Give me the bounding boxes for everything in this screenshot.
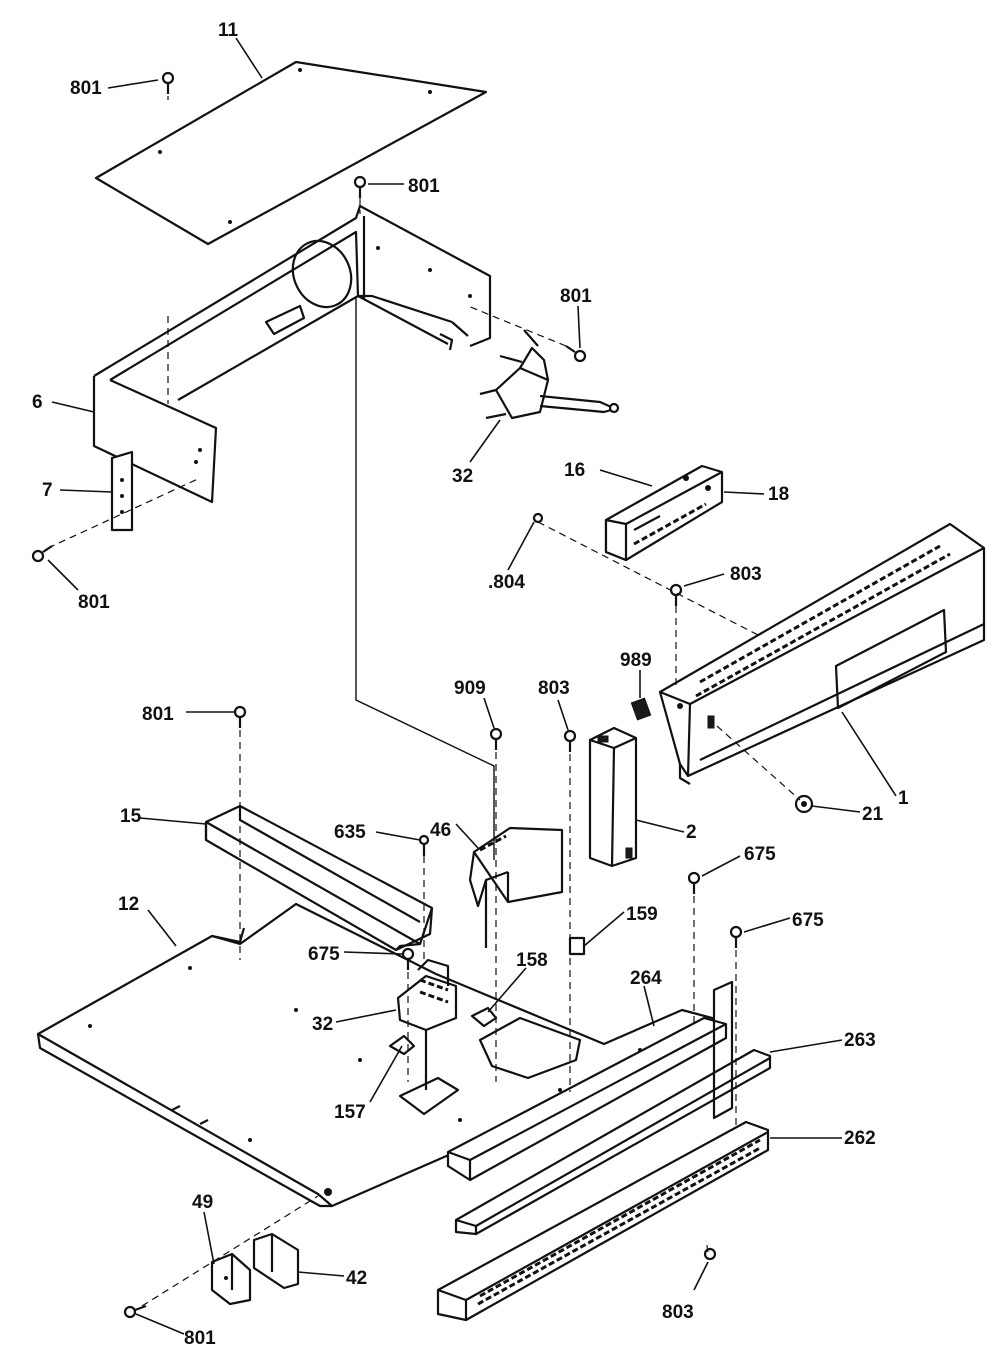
screw-icon: [123, 1304, 147, 1319]
callout-803: 803: [730, 564, 762, 585]
screw-icon: [31, 545, 53, 563]
callout-262: 262: [844, 1128, 876, 1149]
part-6-upper-housing: [92, 204, 492, 504]
callout-32: 32: [312, 1014, 333, 1035]
callout-46: 46: [430, 820, 451, 841]
screw-icon: [489, 727, 503, 750]
screw-icon: [233, 705, 247, 728]
leader-lines: [47, 37, 897, 1335]
part-262-vent-grille: [436, 1120, 770, 1322]
callout-801: 801: [560, 286, 592, 307]
part-12-base-pan: [36, 902, 714, 1208]
callout-263: 263: [844, 1030, 876, 1051]
part-32-switch-upper: [479, 329, 620, 420]
callout-49: 49: [192, 1192, 213, 1213]
screw-icon: [729, 925, 743, 948]
callout-21: 21: [862, 804, 884, 825]
part-42-bracket: [252, 1232, 300, 1290]
screw-icon: [703, 1247, 717, 1261]
callout-801: 801: [70, 78, 102, 99]
part-32-switch-lower: [396, 958, 458, 1090]
part-989-clip: [630, 697, 652, 721]
screw-icon: [353, 175, 367, 198]
screw-icon: [565, 345, 587, 363]
callout-801: 801: [408, 176, 440, 197]
callout-18: 18: [768, 484, 789, 505]
callout-labels: 801 11 801 801 6 32 7 16 18 801 .804 803…: [32, 20, 909, 1349]
callout-12: 12: [118, 894, 139, 915]
callout-1: 1: [898, 788, 909, 809]
callout-159: 159: [626, 904, 658, 925]
part-264-front-rail: [446, 1016, 728, 1182]
part-7-bracket: [110, 450, 134, 532]
callout-635: 635: [334, 822, 366, 843]
screw-icon: [418, 834, 430, 856]
screw-icon: [669, 583, 683, 606]
callout-42: 42: [346, 1268, 367, 1289]
screw-icon: [401, 947, 415, 970]
callout-158: 158: [516, 950, 548, 971]
callout-15: 15: [120, 806, 142, 827]
part-1-control-panel: [658, 522, 986, 785]
callout-264: 264: [630, 968, 662, 989]
part-2-cover-plate: [588, 726, 638, 868]
callout-157: 157: [334, 1102, 366, 1123]
callout-804: .804: [488, 572, 525, 593]
callout-675: 675: [792, 910, 824, 931]
part-49-bracket: [210, 1252, 252, 1306]
callout-6: 6: [32, 392, 43, 413]
screw-icon: [687, 871, 701, 894]
screw-icon: [161, 71, 175, 94]
callout-803: 803: [662, 1302, 694, 1323]
part-46-vent-bracket: [468, 826, 564, 948]
callout-801: 801: [142, 704, 174, 725]
callout-16: 16: [564, 460, 585, 481]
callout-675: 675: [308, 944, 340, 965]
part-159-clip: [568, 936, 586, 956]
callout-989: 989: [620, 650, 652, 671]
screw-icon: [532, 512, 544, 524]
callout-11: 11: [218, 20, 239, 41]
callout-32: 32: [452, 466, 473, 487]
callout-801: 801: [78, 592, 110, 613]
callout-801: 801: [184, 1328, 216, 1349]
part-263-trim-channel: [454, 980, 772, 1236]
callout-909: 909: [454, 678, 486, 699]
part-11-top-cover: [94, 60, 488, 246]
callout-675: 675: [744, 844, 776, 865]
callout-2: 2: [686, 822, 697, 843]
screw-icon: [563, 729, 577, 752]
callout-7: 7: [42, 480, 53, 501]
assembly-lines: [47, 96, 801, 1307]
callout-803: 803: [538, 678, 570, 699]
part-16-18-control-board: [604, 464, 724, 562]
